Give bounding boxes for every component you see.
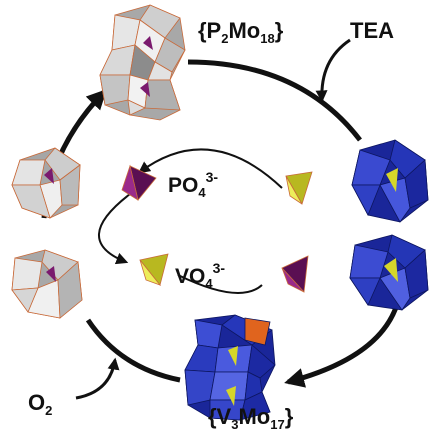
arc-bottom-arrow — [85, 318, 181, 383]
oxygen-label: O2 — [28, 390, 52, 418]
lacunary-cluster-upper — [11, 147, 81, 219]
vanadium-cluster-lower — [349, 234, 429, 311]
phosphate-tetrahedron-left — [121, 164, 157, 201]
inner-arrow-top — [138, 148, 283, 189]
vanadate-label: VO43- — [175, 260, 225, 291]
vanadate-tetrahedron-left — [139, 253, 169, 286]
tea-label: TEA — [350, 18, 394, 43]
inner-arrow-bottom — [177, 274, 263, 294]
arc-top-arrow — [187, 59, 362, 142]
v3mo17-cluster — [184, 314, 276, 421]
phosphate-tetrahedron-right — [281, 255, 309, 293]
vanadium-cluster-upper — [351, 139, 429, 223]
inner-arrow-left — [98, 193, 131, 265]
phosphate-label: PO43- — [168, 169, 218, 200]
vanadate-tetrahedron-right — [285, 171, 313, 205]
v3mo17-label: {V3Mo17} — [208, 404, 294, 432]
p2mo18-label: {P2Mo18} — [198, 18, 284, 46]
tea-input-arrow — [315, 38, 351, 103]
lacunary-cluster-lower — [11, 249, 83, 319]
p2mo18-cluster — [99, 4, 186, 121]
o2-input-arrow — [75, 357, 120, 400]
